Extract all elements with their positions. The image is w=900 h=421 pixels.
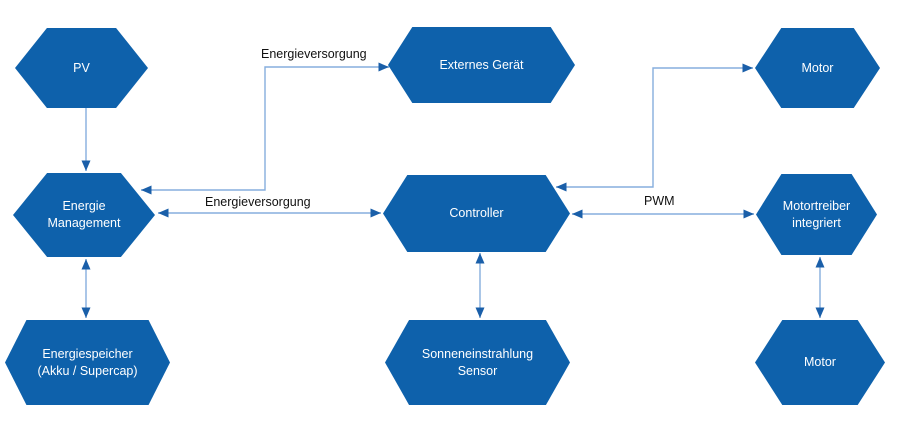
- node-motor-top-label: Motor: [801, 60, 834, 75]
- edge-label-pwm: PWM: [644, 194, 675, 208]
- node-energiespeicher-label: Energiespeicher (Akku / Supercap): [37, 346, 138, 378]
- node-controller-label: Controller: [449, 206, 504, 221]
- node-pv: PV: [15, 28, 148, 108]
- edge-label-energieversorgung-top: Energieversorgung: [261, 47, 367, 61]
- node-energie-management: Energie Management: [13, 173, 155, 257]
- node-controller: Controller: [383, 175, 570, 252]
- node-externes-geraet: Externes Gerät: [388, 27, 575, 103]
- node-externes-geraet-label: Externes Gerät: [439, 57, 524, 72]
- node-sonnensensor-label: Sonneneinstrahlung Sensor: [421, 346, 534, 378]
- node-pv-label: PV: [73, 60, 90, 75]
- node-sonnensensor: Sonneneinstrahlung Sensor: [385, 320, 570, 405]
- node-motor-bottom: Motor: [755, 320, 885, 405]
- node-energie-management-label: Energie Management: [47, 199, 121, 230]
- node-motor-bottom-label: Motor: [804, 355, 836, 370]
- node-motor-top: Motor: [755, 28, 880, 108]
- edge-controller-motor-top: [556, 63, 753, 192]
- node-energiespeicher: Energiespeicher (Akku / Supercap): [5, 320, 170, 405]
- edge-energiemanagement-externes-geraet: [141, 62, 389, 195]
- node-motortreiber: Motortreiber integriert: [756, 174, 877, 255]
- edge-label-energieversorgung-mid: Energieversorgung: [205, 195, 311, 209]
- node-motortreiber-label: Motortreiber integriert: [782, 198, 851, 230]
